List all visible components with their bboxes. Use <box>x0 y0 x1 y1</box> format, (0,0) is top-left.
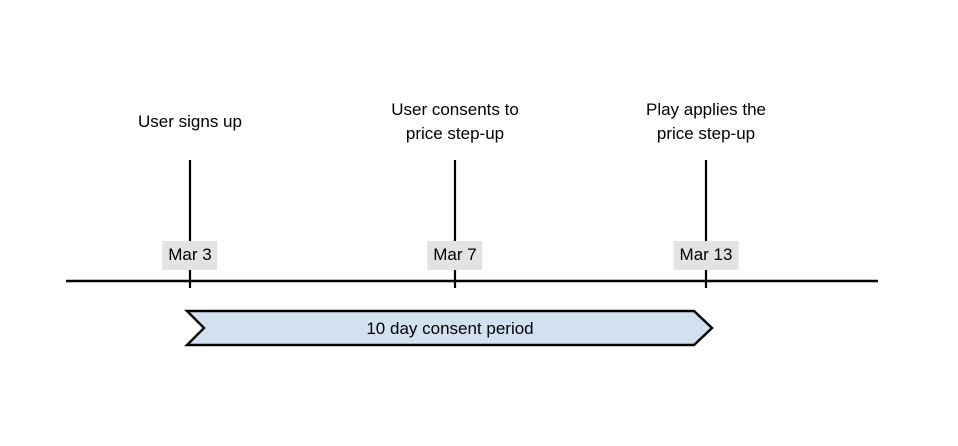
event-date-consent: Mar 7 <box>427 241 483 270</box>
event-date-signup: Mar 3 <box>162 241 218 270</box>
event-date-apply: Mar 13 <box>673 241 739 270</box>
consent-period-banner-shape <box>184 309 714 347</box>
